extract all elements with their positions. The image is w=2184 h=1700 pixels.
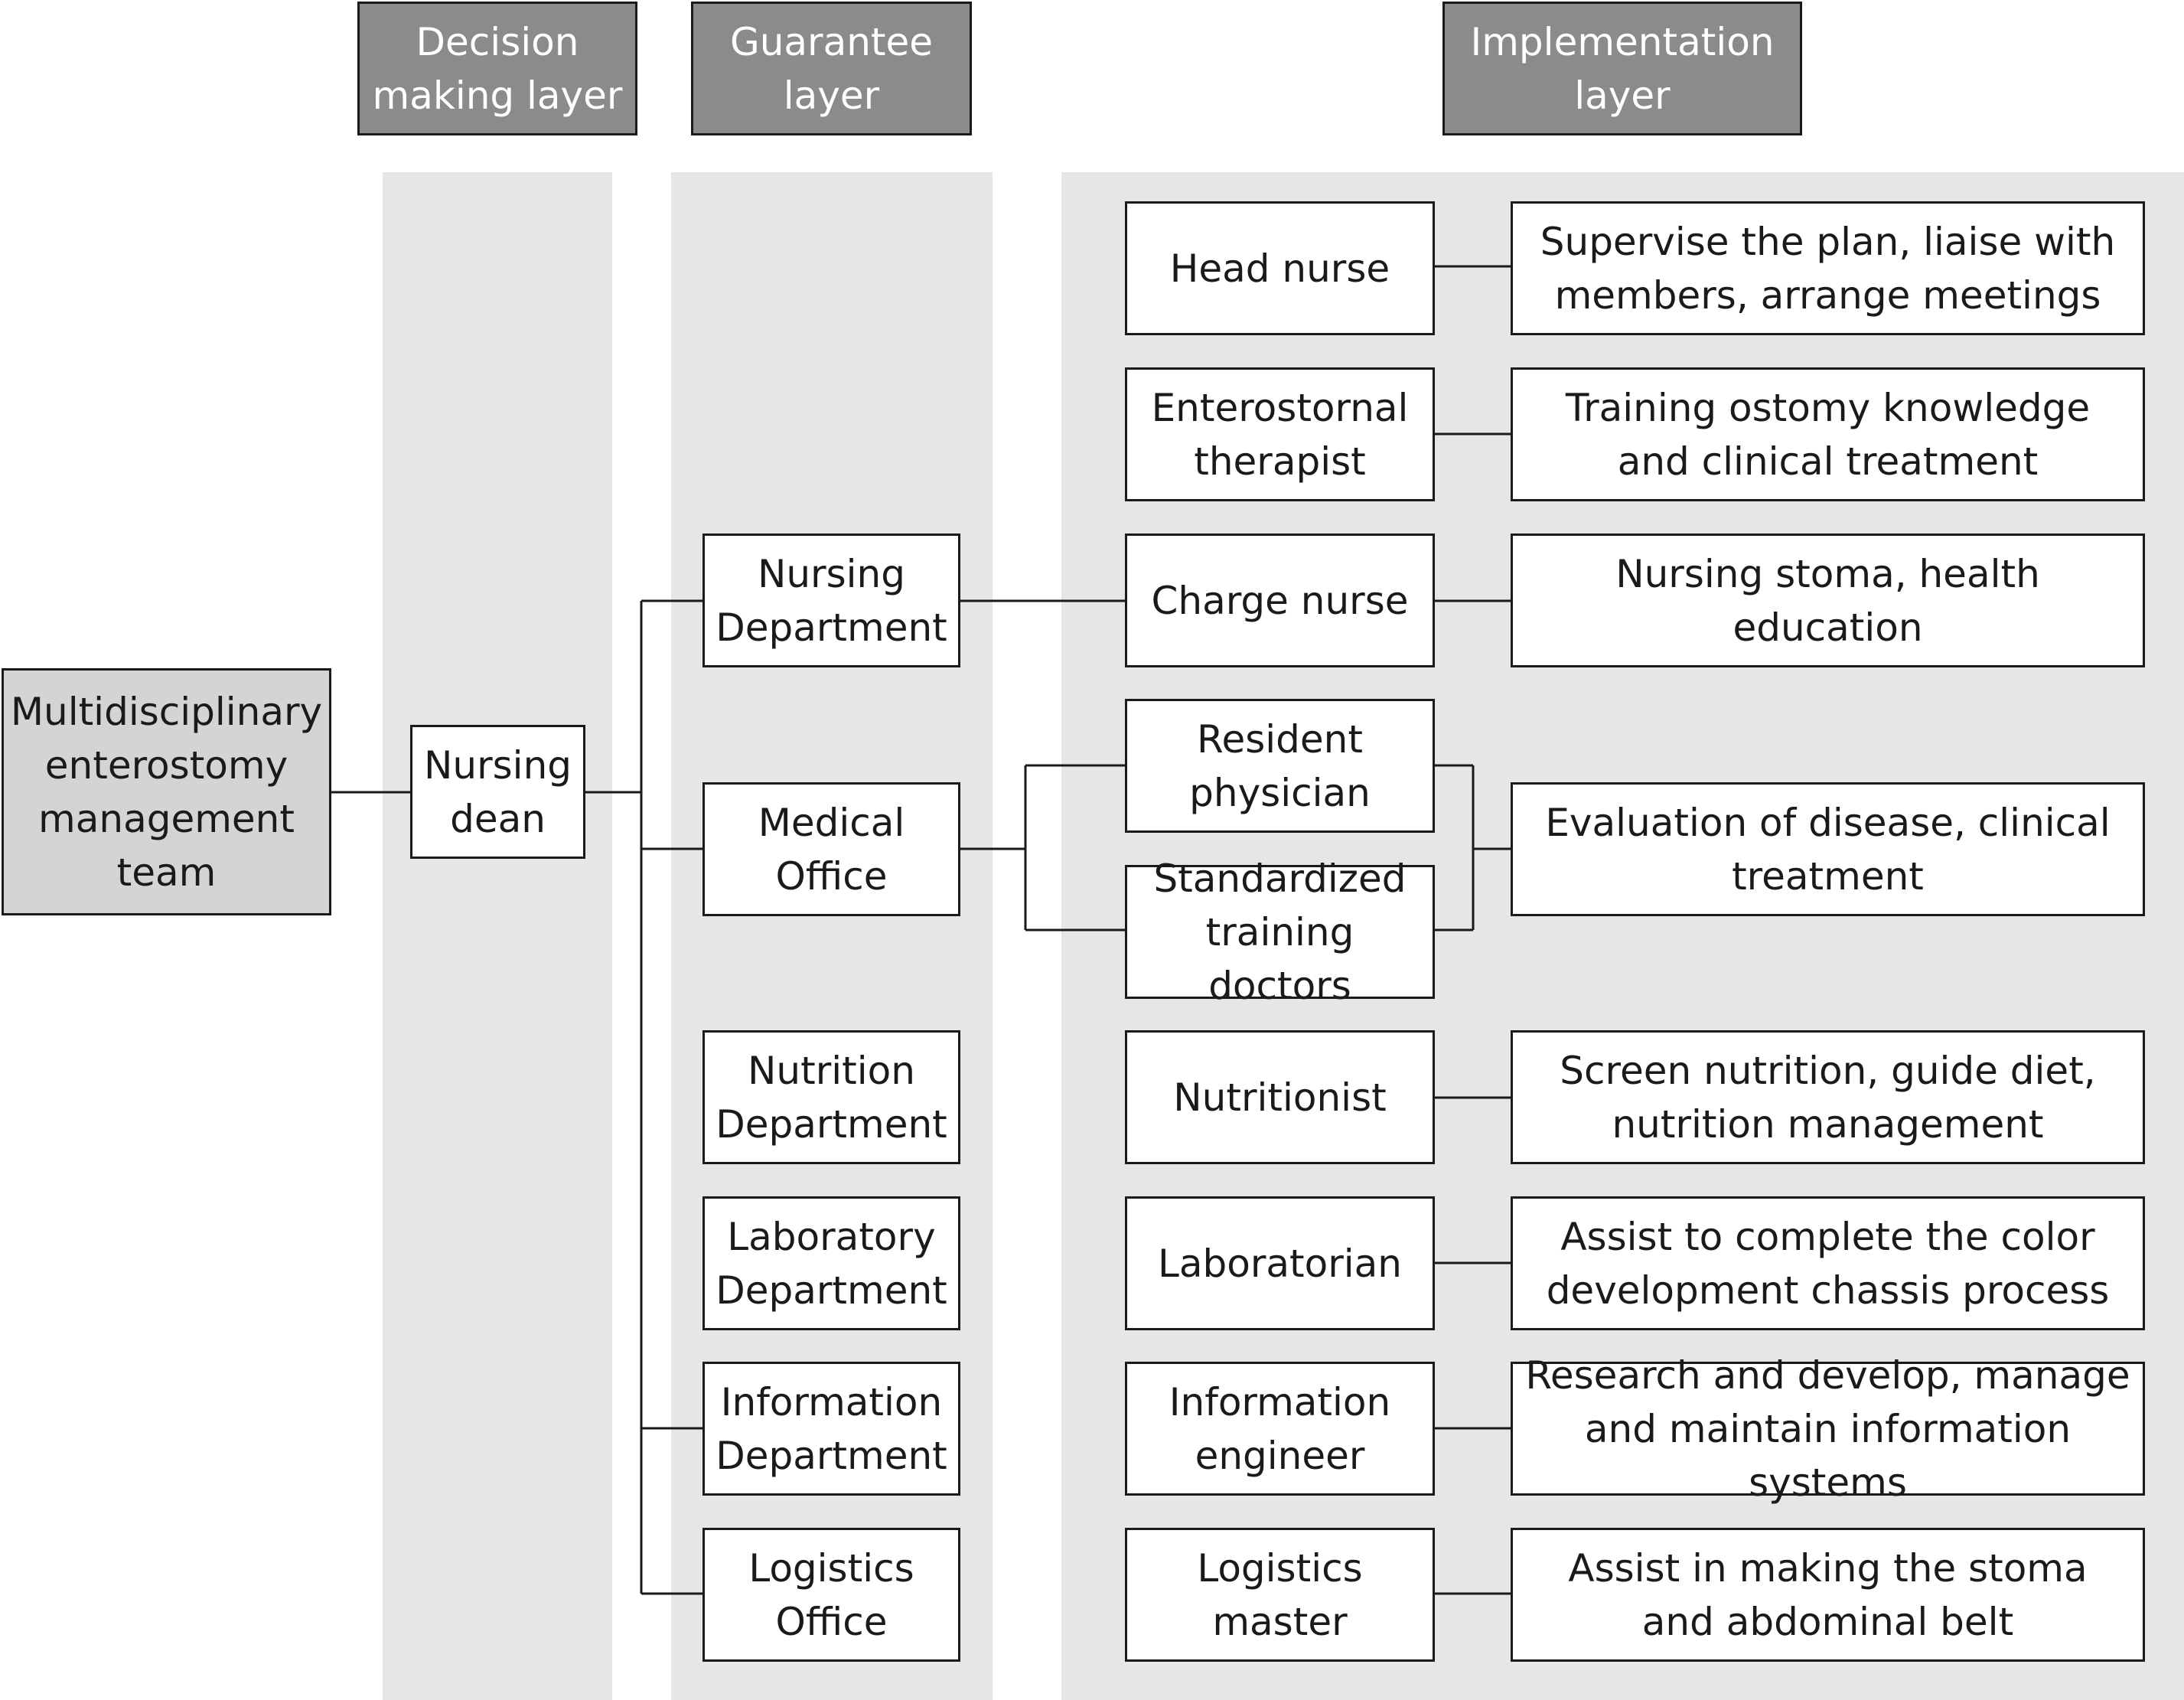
laboratory-department-node: Laboratory Department (702, 1196, 960, 1330)
enterostomal-therapist-node: Enterostornal therapist (1125, 367, 1435, 501)
logistics-master-node: Logistics master (1125, 1528, 1435, 1662)
medical-office-node: Medical Office (702, 782, 960, 916)
head-nurse-duty: Supervise the plan, liaise with members,… (1511, 201, 2145, 335)
information-department-node: Information Department (702, 1362, 960, 1496)
enterostomal-therapist-duty: Training ostomy knowledge and clinical t… (1511, 367, 2145, 501)
guarantee-layer-header: Guarantee layer (691, 2, 972, 135)
head-nurse-node: Head nurse (1125, 201, 1435, 335)
nutritionist-node: Nutritionist (1125, 1030, 1435, 1164)
decision-layer-header: Decision making layer (357, 2, 637, 135)
charge-nurse-node: Charge nurse (1125, 533, 1435, 667)
nursing-department-node: Nursing Department (702, 533, 960, 667)
resident-physician-node: Resident physician (1125, 699, 1435, 833)
nursing-dean-node: Nursing dean (410, 725, 585, 859)
team-root-node: Multidisciplinary enterostomy management… (2, 668, 331, 915)
implementation-layer-header: Implementation layer (1442, 2, 1802, 135)
laboratorian-node: Laboratorian (1125, 1196, 1435, 1330)
logistics-master-duty: Assist in making the stoma and abdominal… (1511, 1528, 2145, 1662)
nutritionist-duty: Screen nutrition, guide diet, nutrition … (1511, 1030, 2145, 1164)
laboratorian-duty: Assist to complete the color development… (1511, 1196, 2145, 1330)
standardized-doctors-node: Standardized training doctors (1125, 857, 1435, 1008)
information-engineer-node: Information engineer (1125, 1362, 1435, 1496)
physicians-duty: Evaluation of disease, clinical treatmen… (1511, 782, 2145, 916)
information-engineer-duty: Research and develop, manage and maintai… (1511, 1353, 2145, 1505)
logistics-office-node: Logistics Office (702, 1528, 960, 1662)
charge-nurse-duty: Nursing stoma, health education (1511, 533, 2145, 667)
nutrition-department-node: Nutrition Department (702, 1030, 960, 1164)
decision-layer-band (383, 172, 612, 1700)
